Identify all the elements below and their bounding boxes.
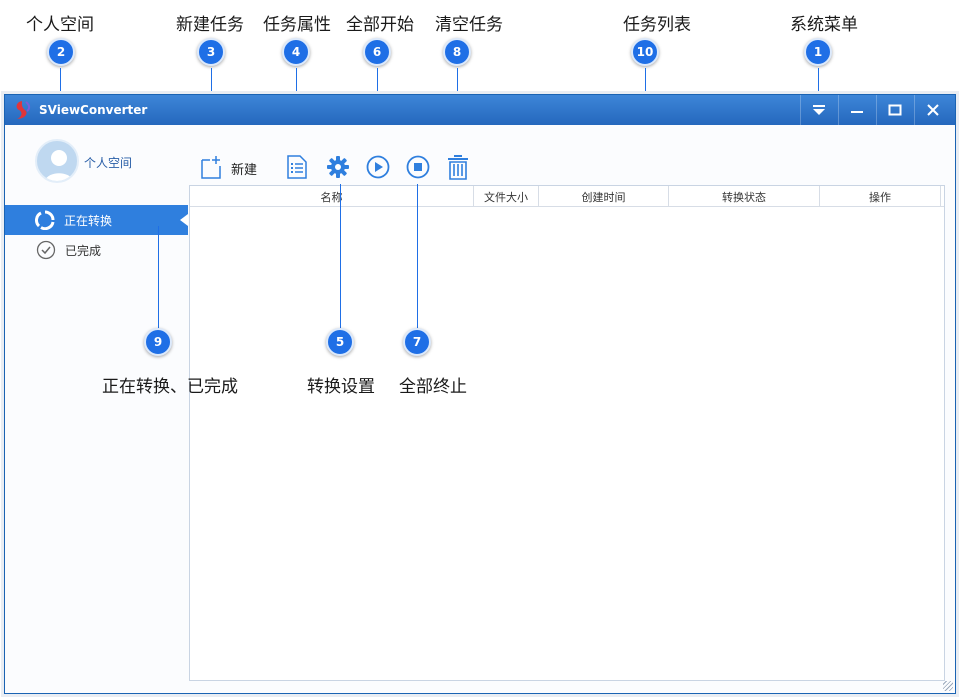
new-task-button[interactable] xyxy=(199,153,225,181)
annotation-label-9: 正在转换、已完成 xyxy=(102,377,238,397)
annotation-leader-1 xyxy=(818,68,819,102)
annotation-label-3: 新建任务 xyxy=(176,15,244,35)
clear-tasks-button[interactable] xyxy=(445,153,471,181)
maximize-button[interactable] xyxy=(876,95,913,125)
sidebar-item-completed[interactable]: 已完成 xyxy=(5,235,188,265)
user-avatar-icon xyxy=(44,150,74,181)
annotation-label-5: 转换设置 xyxy=(307,377,375,397)
annotation-badge-6: 6 xyxy=(363,38,391,66)
annotation-label-10: 任务列表 xyxy=(623,15,691,35)
annotation-leader-5 xyxy=(340,184,341,330)
task-properties-button[interactable] xyxy=(285,153,309,181)
resize-grip[interactable] xyxy=(943,681,953,691)
annotation-badge-8: 8 xyxy=(443,38,471,66)
annotation-label-1: 系统菜单 xyxy=(790,15,858,35)
column-header-created-time[interactable]: 创建时间 xyxy=(539,186,669,207)
title-bar: SViewConverter xyxy=(5,95,955,125)
column-header-file-size[interactable]: 文件大小 xyxy=(474,186,539,207)
gear-icon xyxy=(327,156,349,178)
stop-all-button[interactable] xyxy=(405,154,431,180)
minimize-button[interactable] xyxy=(838,95,875,125)
sidebar-item-converting[interactable]: 正在转换 xyxy=(5,205,188,235)
annotation-label-8: 清空任务 xyxy=(435,15,503,35)
column-header-status[interactable]: 转换状态 xyxy=(669,186,820,207)
refresh-icon xyxy=(35,210,55,230)
annotation-label-2: 个人空间 xyxy=(26,15,94,35)
active-pointer-icon xyxy=(180,214,188,226)
sidebar-nav: 正在转换 已完成 xyxy=(5,185,188,690)
task-properties-icon xyxy=(287,155,307,179)
personal-space-label[interactable]: 个人空间 xyxy=(84,156,133,170)
trash-icon xyxy=(448,155,468,180)
annotation-badge-9: 9 xyxy=(144,328,172,356)
annotation-badge-10: 10 xyxy=(631,38,659,66)
annotation-badge-4: 4 xyxy=(282,38,310,66)
play-icon xyxy=(366,155,390,179)
close-icon xyxy=(927,104,939,116)
annotation-badge-3: 3 xyxy=(197,38,225,66)
annotation-badge-2: 2 xyxy=(47,38,75,66)
sidebar-item-label: 正在转换 xyxy=(64,213,113,228)
annotation-label-7: 全部终止 xyxy=(399,377,467,397)
column-header-name[interactable]: 名称 xyxy=(190,186,474,207)
annotation-badge-5: 5 xyxy=(326,328,354,356)
app-title: SViewConverter xyxy=(39,103,148,117)
maximize-icon xyxy=(888,104,902,116)
annotation-badge-1: 1 xyxy=(804,38,832,66)
annotation-badge-7: 7 xyxy=(403,328,431,356)
close-button[interactable] xyxy=(914,95,951,125)
column-header-actions[interactable]: 操作 xyxy=(820,186,941,207)
app-window: SViewConverter xyxy=(4,94,956,694)
annotation-leader-7 xyxy=(417,184,418,330)
conversion-settings-button[interactable] xyxy=(325,154,351,180)
new-task-label[interactable]: 新建 xyxy=(231,163,258,178)
sidebar-item-label: 已完成 xyxy=(65,243,102,258)
task-list-table: 名称 文件大小 创建时间 转换状态 操作 xyxy=(189,185,945,681)
annotation-label-6: 全部开始 xyxy=(346,15,414,35)
stop-icon xyxy=(406,155,430,179)
annotation-leader-9 xyxy=(158,226,159,330)
check-circle-icon xyxy=(36,240,56,260)
system-menu-button[interactable] xyxy=(800,95,837,125)
start-all-button[interactable] xyxy=(365,154,391,180)
app-logo-icon xyxy=(16,101,31,119)
system-menu-icon xyxy=(813,105,825,115)
user-avatar[interactable] xyxy=(35,139,79,183)
annotation-label-4: 任务属性 xyxy=(263,15,331,35)
new-document-icon xyxy=(201,156,221,179)
table-header: 名称 文件大小 创建时间 转换状态 操作 xyxy=(190,186,944,207)
minimize-icon xyxy=(851,111,863,113)
